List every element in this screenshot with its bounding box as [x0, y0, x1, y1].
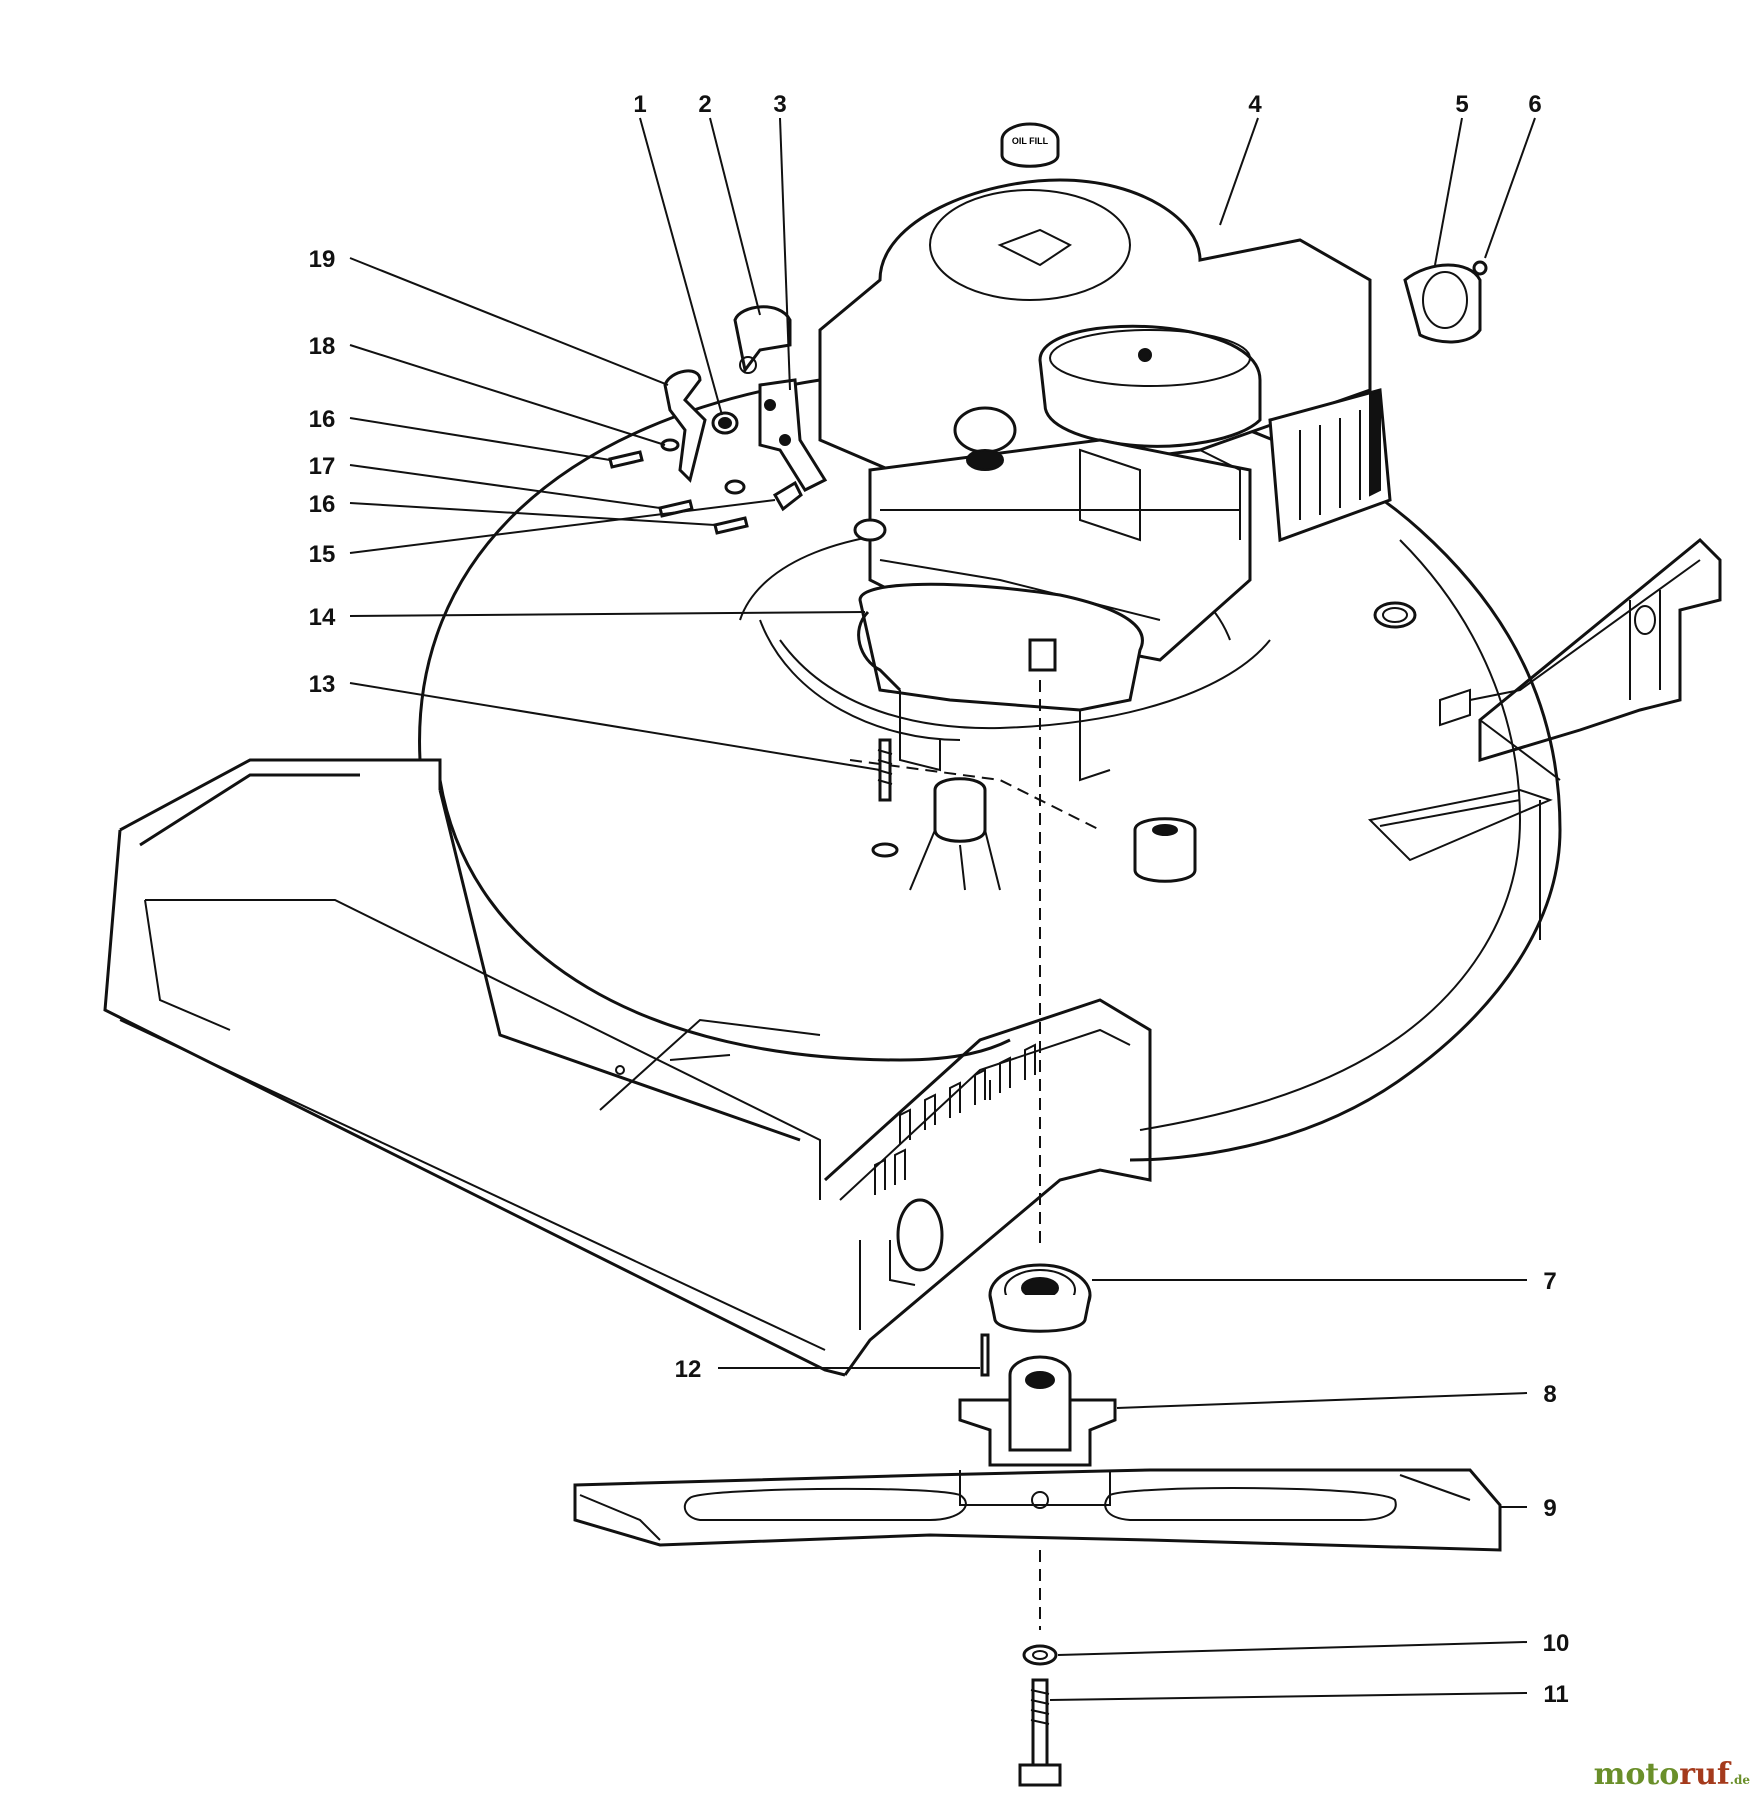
- callout-6: 6: [1528, 91, 1541, 118]
- watermark-logo: motoruf.de: [1594, 1757, 1750, 1792]
- callout-5: 5: [1455, 91, 1468, 118]
- part-7-bearing: [988, 1263, 1092, 1333]
- callout-17: 17: [309, 453, 336, 480]
- part-13-bolt: [871, 738, 899, 858]
- callout-15: 15: [309, 541, 336, 568]
- callout-16b: 16: [309, 406, 336, 433]
- callout-19: 19: [309, 246, 336, 273]
- callout-8: 8: [1543, 1381, 1556, 1408]
- part-11-bolt: [1018, 1678, 1062, 1787]
- callout-12: 12: [675, 1356, 702, 1383]
- part-14-ring: [857, 610, 902, 692]
- air-cleaner: [1038, 324, 1262, 448]
- callout-18: 18: [309, 333, 336, 360]
- watermark-part2: ruf: [1679, 1757, 1730, 1792]
- callout-9: 9: [1543, 1495, 1556, 1522]
- rear-handle-bracket: [1439, 537, 1722, 781]
- part-9-blade: [573, 1468, 1502, 1552]
- deck-stud-left: [909, 777, 1001, 891]
- callout-3: 3: [773, 91, 786, 118]
- oil-fill-cap: OIL FILL: [1000, 122, 1060, 168]
- callout-13: 13: [309, 671, 336, 698]
- callout-10: 10: [1543, 1630, 1570, 1657]
- callout-2: 2: [698, 91, 711, 118]
- throttle-parts: [608, 305, 828, 535]
- watermark-part1: moto: [1593, 1757, 1680, 1792]
- callout-14: 14: [309, 604, 336, 631]
- part-8-blade-adapter: [958, 1355, 1117, 1467]
- callout-labels: 1 2 3 4 5 6 7 8 9 10 11 12 13 14 15 16 1…: [309, 91, 1570, 1708]
- part-12-key: [980, 1333, 990, 1377]
- part-5-6: [1403, 260, 1488, 344]
- leader-lines: [349, 117, 1536, 1701]
- callout-1: 1: [633, 91, 646, 118]
- callout-7: 7: [1543, 1268, 1556, 1295]
- oil-fill-label: OIL FILL: [1012, 136, 1049, 146]
- part-10-washer: [1022, 1644, 1058, 1666]
- engine: OIL FILL: [818, 122, 1392, 782]
- callout-4: 4: [1248, 91, 1262, 118]
- callout-11: 11: [1543, 1681, 1568, 1708]
- height-adjust-slots: [874, 1043, 1036, 1195]
- cylinder-fins: [1268, 388, 1392, 543]
- deck-bumper: [1133, 817, 1197, 883]
- watermark-part3: .de: [1729, 1773, 1750, 1787]
- callout-16a: 16: [309, 491, 336, 518]
